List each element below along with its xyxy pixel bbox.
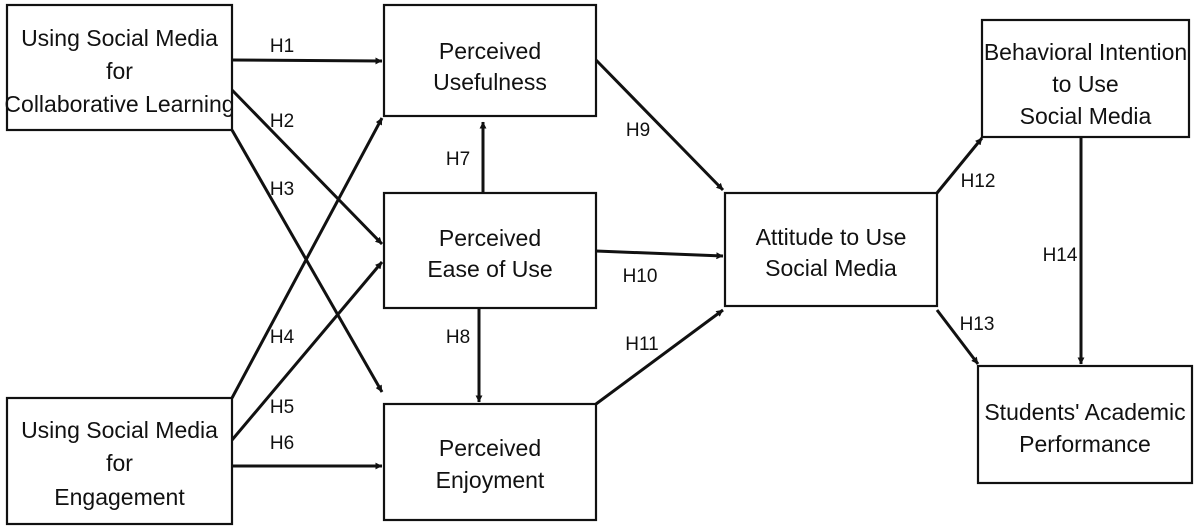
edge-att-to-bi [935,137,984,194]
edges-layer [230,57,1085,470]
edge-engage-to-pu [230,117,384,399]
edge-label-h5: H5 [270,397,294,418]
node-label-engage-line-2: for [106,450,133,476]
edge-label-h8: H8 [446,327,470,348]
edge-label-h10: H10 [623,266,658,287]
edge-label-h2: H2 [270,111,294,132]
edge-collab-to-peou [230,88,384,246]
node-label-bi-line-2: to Use [1052,71,1118,97]
node-box-pu [382,3,598,118]
edge-peou-to-att [595,249,724,260]
node-label-collab-line-3: Collaborative Learning [4,91,234,117]
edge-label-h14: H14 [1043,245,1078,266]
edge-pe-to-att [595,308,724,406]
node-label-sap-line-2: Performance [1019,431,1151,457]
node-box-att [723,191,939,308]
node-box-peou [382,191,598,310]
edge-label-h6: H6 [270,433,294,454]
edge-label-h9: H9 [626,120,650,141]
node-box-pe [382,402,598,522]
node-box-engage [5,396,234,526]
node-label-pe-line-1: Perceived [439,435,541,461]
node-box-collab [5,3,234,132]
edge-label-h13: H13 [960,314,995,335]
edge-label-h4: H4 [270,327,295,348]
node-label-bi-line-3: Social Media [1020,103,1152,129]
node-label-pu-line-2: Usefulness [433,69,547,95]
node-label-collab-line-1: Using Social Media [21,25,218,51]
node-label-att-line-2: Social Media [765,255,897,281]
node-label-peou-line-1: Perceived [439,225,541,251]
node-label-engage-line-3: Engagement [54,484,185,510]
edge-pu-to-att [594,58,725,192]
node-label-pe-line-2: Enjoyment [436,467,545,493]
edge-label-h3: H3 [270,179,294,200]
edge-att-to-sap [935,309,980,365]
edge-label-h11: H11 [625,334,658,355]
node-label-collab-line-2: for [106,58,133,84]
edge-label-h1: H1 [270,36,294,57]
edge-engage-to-peou [230,261,384,441]
node-label-peou-line-2: Ease of Use [427,256,552,282]
edge-label-h12: H12 [961,171,996,192]
edge-label-h7: H7 [446,149,470,170]
node-label-bi-line-1: Behavioral Intention [984,39,1187,65]
node-label-pu-line-1: Perceived [439,38,541,64]
edge-collab-to-pu [231,57,383,65]
node-box-bi [980,18,1191,139]
node-label-att-line-1: Attitude to Use [756,224,907,250]
node-box-sap [976,364,1194,485]
node-label-engage-line-1: Using Social Media [21,417,218,443]
node-label-sap-line-1: Students' Academic [984,399,1185,425]
